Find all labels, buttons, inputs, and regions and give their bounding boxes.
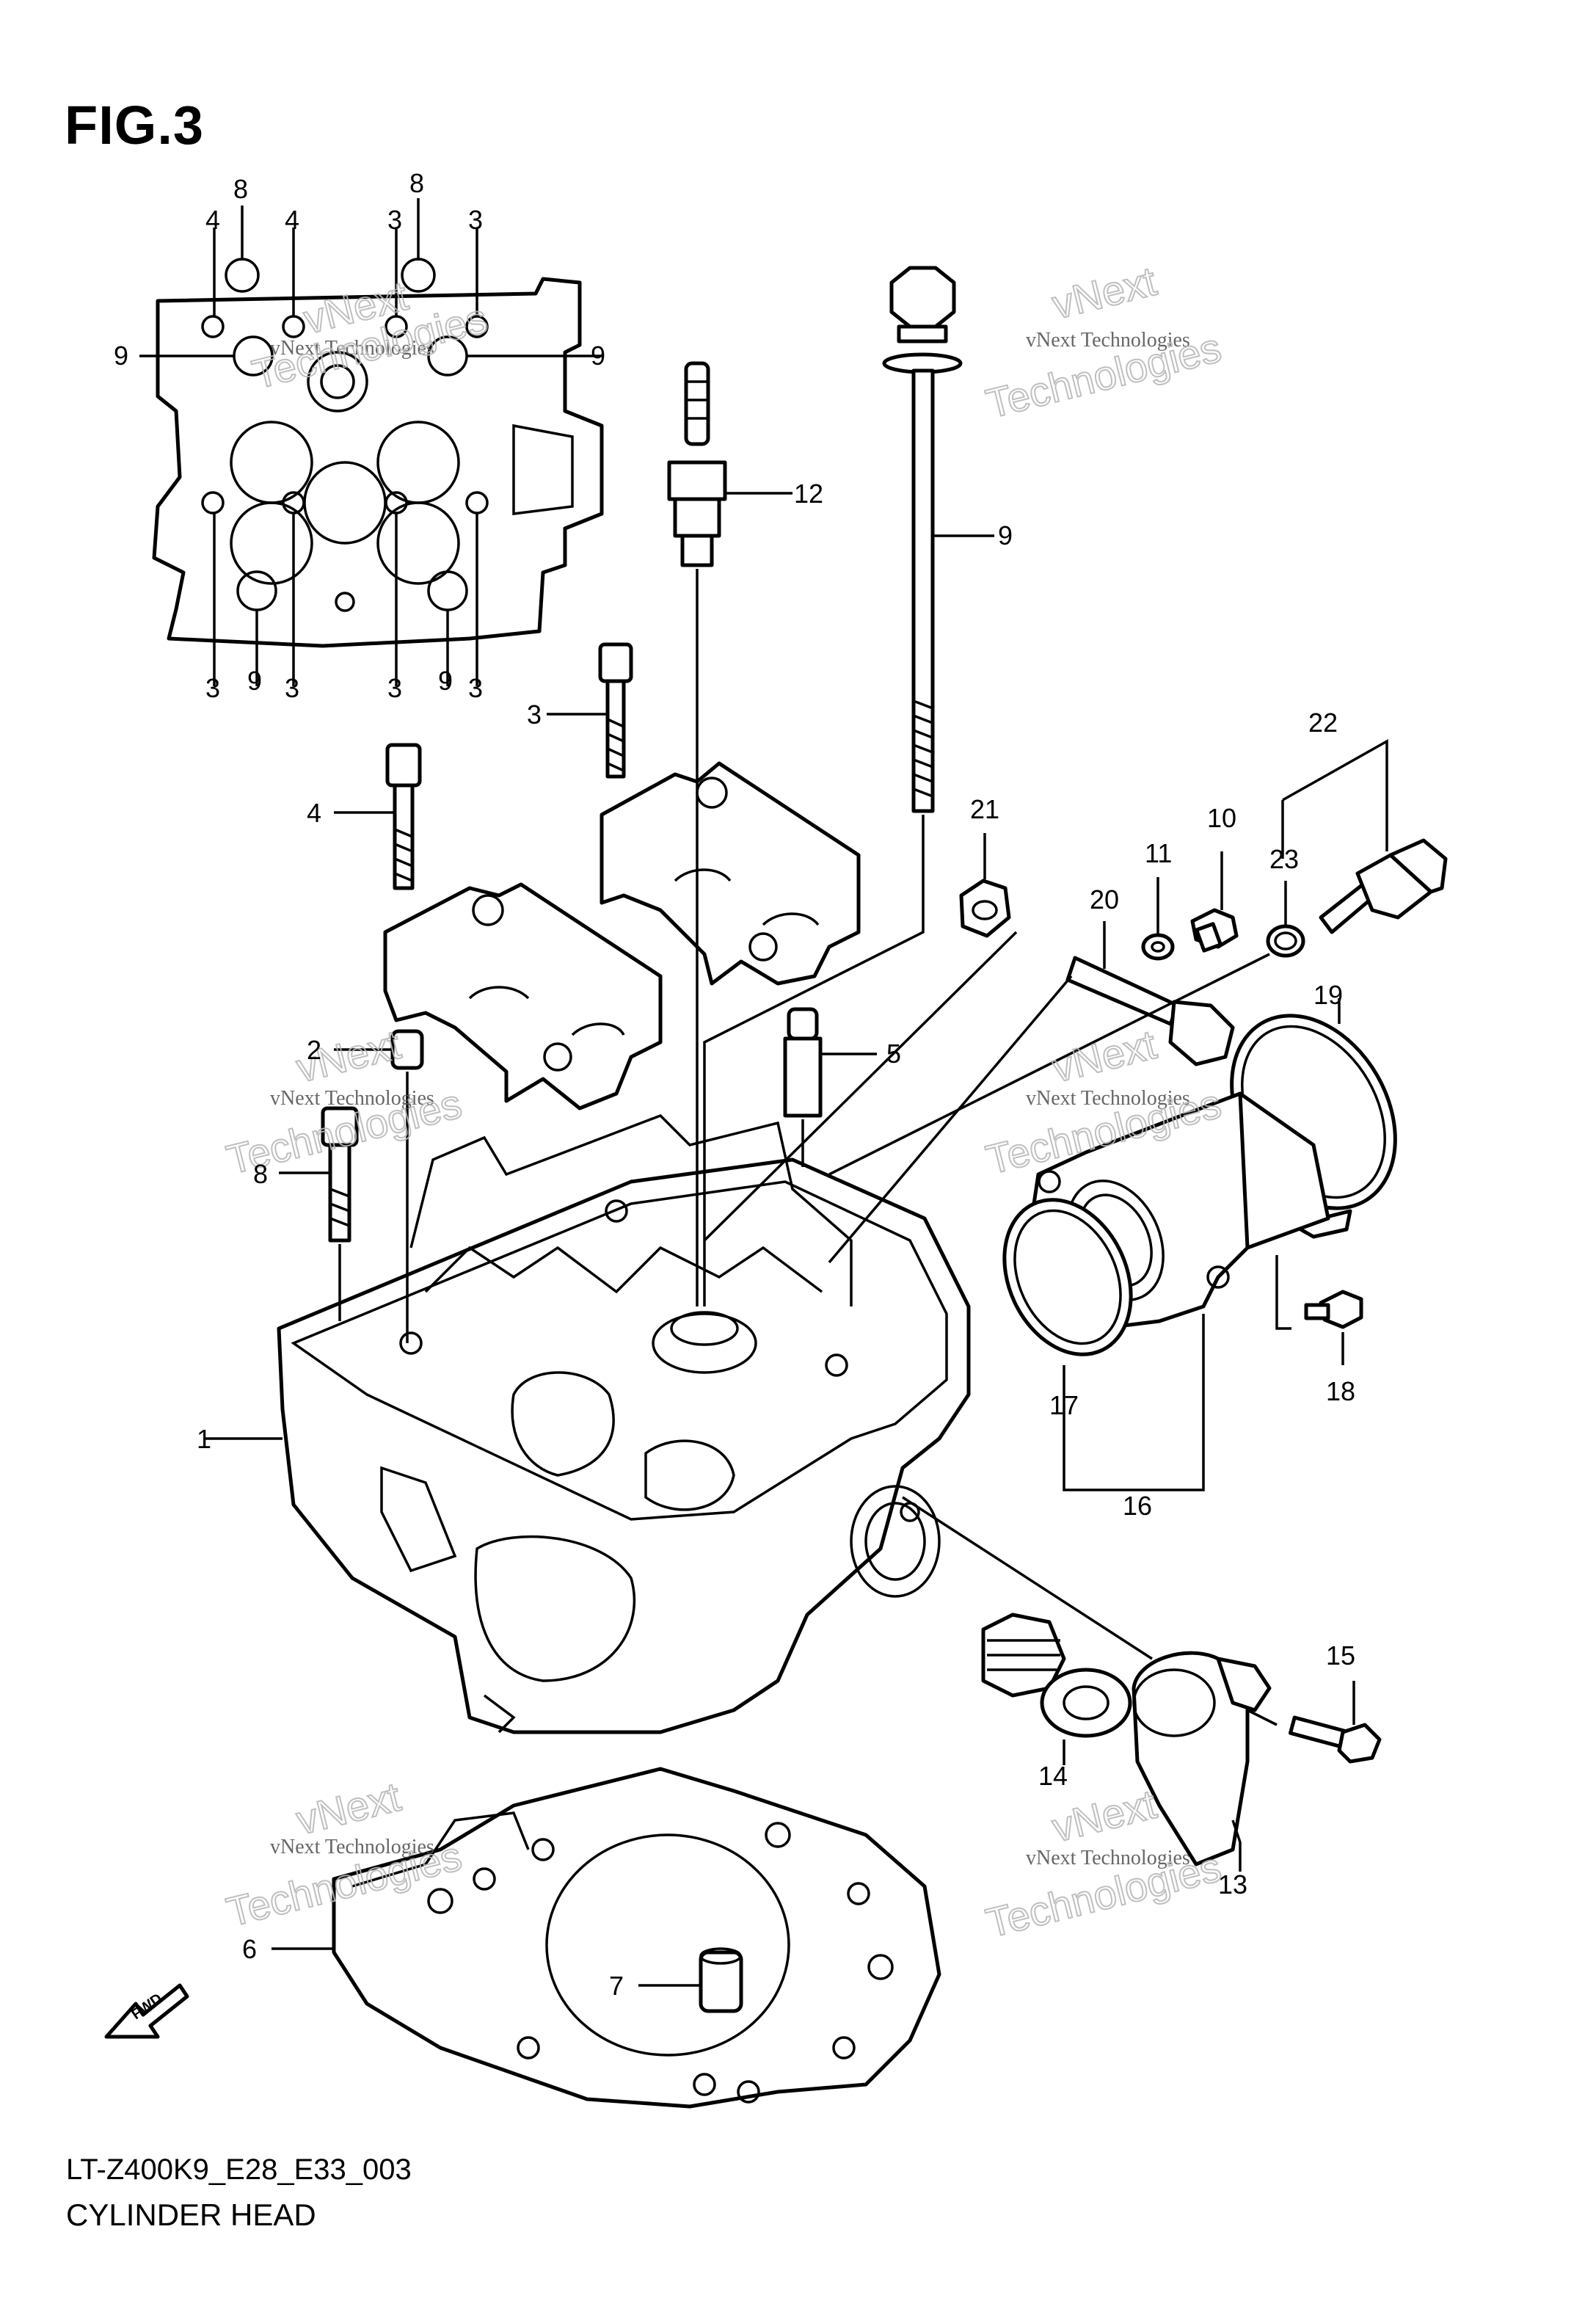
callout-15: 15 bbox=[1326, 1640, 1355, 1671]
bolt-20 bbox=[828, 921, 1235, 1264]
callout-23: 23 bbox=[1269, 844, 1299, 874]
sensor-22 bbox=[1281, 739, 1448, 934]
callout-21: 21 bbox=[970, 794, 999, 824]
callout-17: 17 bbox=[1049, 1390, 1079, 1420]
bolt-10 bbox=[1190, 851, 1239, 953]
callout-19: 19 bbox=[1313, 980, 1343, 1010]
inset-callout: 4 bbox=[205, 205, 220, 235]
inset-callout: 3 bbox=[387, 205, 402, 235]
inset-callout: 3 bbox=[285, 673, 299, 703]
callout-8: 8 bbox=[253, 1159, 268, 1189]
inset-callout: 9 bbox=[438, 666, 453, 696]
inset-callout: 9 bbox=[247, 666, 262, 696]
callout-4: 4 bbox=[307, 798, 321, 828]
inset-callout: 9 bbox=[114, 341, 128, 371]
dowel-pin-7 bbox=[638, 1947, 743, 2013]
callout-2: 2 bbox=[307, 1035, 321, 1065]
o-ring-23 bbox=[828, 881, 1305, 1176]
watermark-3: vNext Technologies bbox=[270, 1087, 434, 1110]
head-gasket-6 bbox=[272, 1767, 941, 2109]
callout-14: 14 bbox=[1038, 1761, 1068, 1791]
inset-callout: 3 bbox=[468, 673, 483, 703]
callout-9: 9 bbox=[998, 520, 1013, 550]
watermark-big-7: vNext bbox=[1048, 1021, 1162, 1091]
callout-1: 1 bbox=[197, 1424, 211, 1454]
bolt-3 bbox=[547, 642, 633, 779]
inset-top-view bbox=[139, 198, 604, 686]
diagram-code: LT-Z400K9_E28_E33_003 bbox=[66, 2153, 412, 2186]
inset-callout: 8 bbox=[409, 168, 424, 198]
callout-22: 22 bbox=[1308, 708, 1338, 738]
inset-callout: 4 bbox=[285, 205, 299, 235]
callout-20: 20 bbox=[1090, 884, 1119, 915]
inset-callout: 3 bbox=[387, 673, 402, 703]
inset-callout: 8 bbox=[233, 174, 248, 204]
camshaft-cap-front bbox=[383, 882, 663, 1110]
watermark-2: vNext Technologies bbox=[1026, 329, 1190, 352]
callout-13: 13 bbox=[1218, 1869, 1247, 1900]
thermostat-14 bbox=[981, 1613, 1132, 1765]
callout-5: 5 bbox=[886, 1039, 901, 1069]
watermark-1: vNext Technologies bbox=[270, 337, 434, 360]
figure-title: FIG.3 bbox=[65, 95, 205, 156]
fwd-arrow-icon: FWD bbox=[104, 1983, 189, 2039]
watermark-big-3: vNext bbox=[1048, 258, 1162, 328]
bolt-8 bbox=[279, 1106, 359, 1321]
dowel-pin-2 bbox=[334, 1029, 424, 1343]
bolt-18 bbox=[1275, 1255, 1363, 1365]
washer-11 bbox=[1141, 877, 1175, 961]
gasket-17 bbox=[1002, 1198, 1133, 1356]
callout-18: 18 bbox=[1326, 1376, 1355, 1406]
inset-callout: 3 bbox=[205, 673, 220, 703]
callout-16: 16 bbox=[1123, 1491, 1152, 1521]
inset-callout: 3 bbox=[468, 205, 483, 235]
watermark-6: vNext Technologies bbox=[1026, 1847, 1190, 1869]
callout-10: 10 bbox=[1207, 803, 1236, 833]
callout-6: 6 bbox=[242, 1934, 257, 1964]
watermark-4: vNext Technologies bbox=[1026, 1087, 1190, 1110]
guide-5 bbox=[783, 1007, 877, 1167]
bolt-15 bbox=[1247, 1681, 1382, 1764]
watermark-big-9: vNext bbox=[292, 1773, 406, 1844]
bolt-4 bbox=[334, 743, 422, 890]
part-callouts: 1 2 3 4 5 6 7 8 9 10 11 12 13 14 15 16 1… bbox=[197, 479, 1355, 2001]
thermostat-case-13 bbox=[902, 1496, 1272, 1872]
nut-21 bbox=[703, 833, 1018, 1242]
camshaft-cap-rear bbox=[600, 761, 861, 986]
callout-11: 11 bbox=[1145, 838, 1172, 868]
callout-3: 3 bbox=[527, 699, 542, 730]
callout-12: 12 bbox=[794, 479, 823, 509]
stud-bolt-9 bbox=[703, 266, 994, 1306]
spark-plug-12 bbox=[667, 361, 792, 1306]
diagram-caption: CYLINDER HEAD bbox=[66, 2198, 316, 2232]
callout-7: 7 bbox=[609, 1971, 624, 2001]
inset-callouts: 8 8 4 4 3 3 9 9 3 9 3 3 9 3 bbox=[114, 168, 605, 703]
inset-callout: 9 bbox=[591, 341, 605, 371]
cylinder-head-part bbox=[205, 1113, 971, 1734]
watermark-5: vNext Technologies bbox=[270, 1836, 434, 1858]
watermark-big-11: vNext bbox=[1048, 1781, 1162, 1851]
